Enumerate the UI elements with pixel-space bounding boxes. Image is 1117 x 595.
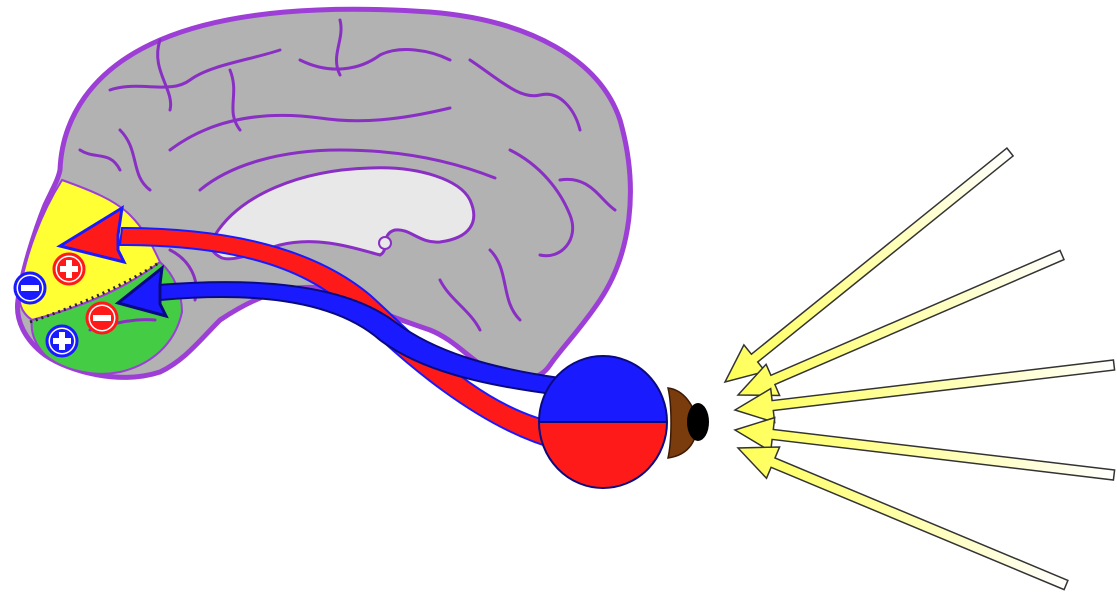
minus-icon <box>87 303 117 333</box>
fornix-knob <box>379 237 391 249</box>
eye-upper-half <box>535 352 675 422</box>
minus-icon <box>15 273 45 303</box>
light-ray-arrow <box>725 148 1013 382</box>
light-rays <box>725 148 1115 589</box>
plus-icon <box>54 254 84 284</box>
eye-lower-half <box>535 422 675 492</box>
eye <box>535 352 709 492</box>
pupil <box>687 403 709 441</box>
plus-icon <box>47 326 77 356</box>
